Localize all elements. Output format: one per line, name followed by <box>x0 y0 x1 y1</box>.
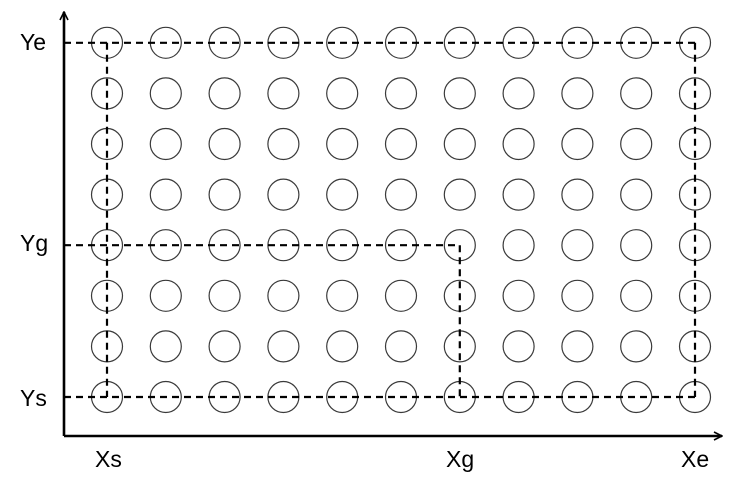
grid-point <box>326 178 359 211</box>
grid-point <box>208 330 241 363</box>
grid-point <box>620 330 653 363</box>
grid-point <box>561 26 594 59</box>
grid-point <box>326 77 359 110</box>
grid-point <box>502 26 535 59</box>
grid-point <box>620 229 653 262</box>
grid-point <box>326 127 359 161</box>
grid-point <box>561 330 594 363</box>
grid-point <box>384 127 418 161</box>
label-x-end: Xe <box>681 446 709 472</box>
grid-point <box>620 279 653 312</box>
grid-point <box>443 178 476 211</box>
grid-point <box>561 127 594 161</box>
grid-point <box>443 127 476 161</box>
grid-point <box>267 178 300 211</box>
grid-point <box>384 77 418 110</box>
grid-point <box>267 330 300 363</box>
grid-point <box>620 380 653 414</box>
grid-point <box>502 330 535 363</box>
grid-point <box>267 127 300 161</box>
grid-point <box>561 178 594 211</box>
grid-point <box>502 127 535 161</box>
grid-point <box>208 77 241 110</box>
grid-point <box>620 127 653 161</box>
grid-point <box>502 279 535 312</box>
grid-point <box>502 178 535 211</box>
grid-point <box>267 279 300 312</box>
grid-point <box>620 77 653 110</box>
grid-point <box>208 178 241 211</box>
grid-point <box>561 229 594 262</box>
grid-point <box>502 229 535 262</box>
grid-point <box>208 279 241 312</box>
grid-point <box>620 26 653 59</box>
grid-point <box>502 380 535 414</box>
grid-point <box>384 330 418 363</box>
grid-point <box>267 77 300 110</box>
label-x-start: Xs <box>95 446 122 472</box>
grid-point <box>561 77 594 110</box>
grid-point <box>149 77 182 110</box>
grid-point <box>149 127 182 161</box>
grid-point <box>326 279 359 312</box>
grid-point <box>208 127 241 161</box>
grid-point <box>384 178 418 211</box>
grid-point <box>149 330 182 363</box>
label-x-goal: Xg <box>446 446 474 472</box>
grid-point <box>443 77 476 110</box>
grid-point <box>149 279 182 312</box>
label-y-end: Ye <box>20 29 46 55</box>
dashed-lines <box>64 41 697 399</box>
grid-point <box>502 77 535 110</box>
circle-grid <box>90 26 712 414</box>
grid-point <box>384 279 418 312</box>
grid-point <box>561 279 594 312</box>
grid-point <box>326 330 359 363</box>
grid-point <box>678 229 712 262</box>
grid-point <box>149 178 182 211</box>
label-y-start: Ys <box>20 385 47 411</box>
grid-point <box>620 178 653 211</box>
grid-point <box>561 380 594 414</box>
label-y-goal: Yg <box>20 230 48 256</box>
